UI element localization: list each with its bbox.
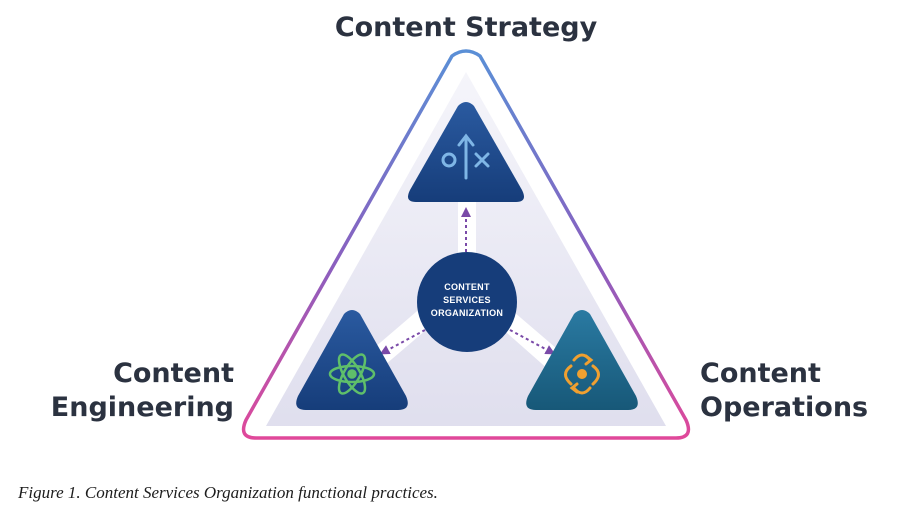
figure-caption: Figure 1. Content Services Organization … (18, 483, 438, 502)
label-engineering-line2: Engineering (51, 392, 234, 423)
hub-line-2: SERVICES (443, 295, 491, 305)
strategy-tile (408, 102, 524, 202)
arrow-to-operations (509, 329, 556, 355)
hub-circle: CONTENT SERVICES ORGANIZATION (417, 252, 517, 352)
arrow-to-engineering (379, 329, 426, 355)
hub-line-3: ORGANIZATION (431, 308, 503, 318)
label-operations-line2: Operations (700, 392, 868, 423)
operations-tile (526, 310, 638, 410)
engineering-tile (296, 310, 408, 410)
recycle-flower-icon (564, 353, 600, 395)
strategy-play-icon (441, 133, 490, 180)
hub-line-1: CONTENT (444, 282, 490, 292)
label-operations-line1: Content (700, 358, 821, 389)
atom-icon (328, 353, 376, 395)
label-engineering-line1: Content (113, 358, 234, 389)
label-content-strategy: Content Strategy (335, 12, 598, 43)
